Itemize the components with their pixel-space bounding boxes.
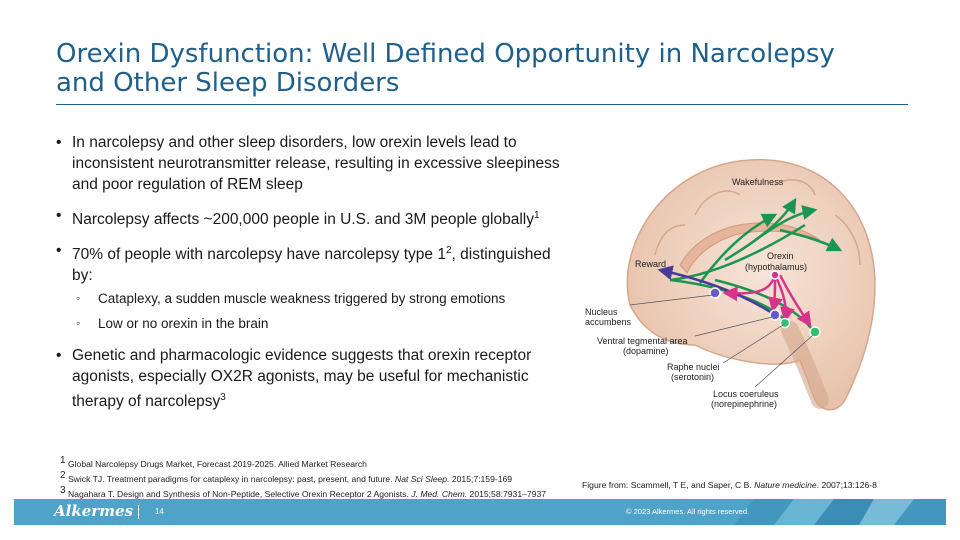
label-dopamine: (dopamine) [623, 346, 669, 356]
bullet-low-orexin: • In narcolepsy and other sleep disorder… [54, 132, 574, 195]
footnote-marker: 2 [445, 245, 452, 257]
sub-bullet-text: Cataplexy, a sudden muscle weakness trig… [98, 291, 506, 307]
wake-pathway [779, 228, 843, 252]
sub-bullet-low-orexin: ◦ Low or no orexin in the brain [54, 315, 574, 333]
label-orexin: Orexin [767, 251, 794, 261]
reference-3: 3 Nagahara T. Design and Synthesis of No… [60, 484, 547, 499]
nucleus-accumbens-node [709, 287, 721, 299]
label-leader [754, 334, 814, 388]
footnote-marker: 3 [220, 392, 226, 404]
bullet-text: Genetic and pharmacologic evidence sugge… [72, 347, 532, 411]
locus-coeruleus-node [809, 326, 821, 338]
brain-outline [626, 159, 876, 411]
bullet-agonists: • Genetic and pharmacologic evidence sug… [54, 345, 574, 412]
bullet-text: In narcolepsy and other sleep disorders,… [72, 134, 560, 193]
label-wakefulness: Wakefulness [732, 177, 784, 187]
footer-decoration [734, 499, 946, 525]
orexin-pathway [778, 274, 812, 328]
bullet-dot: • [56, 242, 62, 260]
page-number: 14 [155, 507, 164, 516]
bullet-dot: • [56, 347, 62, 365]
label-hypothalamus: (hypothalamus) [745, 262, 807, 272]
sub-bullet-marker: ◦ [76, 291, 81, 306]
bullet-dot: • [56, 134, 62, 151]
label-leader [722, 324, 784, 364]
slide-title: Orexin Dysfunction: Well Defined Opportu… [56, 40, 916, 98]
bullet-type1: • 70% of people with narcolepsy have nar… [54, 240, 574, 286]
wake-pathway [754, 205, 818, 242]
label-serotonin: (serotonin) [671, 372, 714, 382]
copyright: © 2023 Alkermes. All rights reserved. [626, 507, 750, 516]
orexin-pathway [773, 274, 795, 323]
raphe-node [779, 317, 791, 329]
bullet-list: • In narcolepsy and other sleep disorder… [54, 132, 574, 422]
footnote-marker: 1 [534, 210, 540, 221]
reference-1: 1 Global Narcolepsy Drugs Market, Foreca… [60, 455, 367, 469]
label-leader [694, 316, 773, 337]
sub-bullet-text: Low or no orexin in the brain [98, 316, 269, 332]
bullet-text: Narcolepsy affects ~200,000 people in U.… [72, 211, 535, 229]
bullet-text-tail: , distinguished by: [72, 246, 551, 285]
label-reward: Reward [635, 259, 666, 269]
brainstem [781, 321, 829, 409]
label-norepinephrine: (norepinephrine) [711, 399, 777, 409]
orexin-node [770, 270, 780, 280]
label-accumbens: accumbens [585, 317, 632, 327]
alkermes-logo: Alkermes [54, 502, 134, 520]
footer-bar: Alkermes 14 © 2023 Alkermes. All rights … [14, 499, 946, 525]
label-nucleus: Nucleus [585, 307, 618, 317]
bullet-prevalence: • Narcolepsy affects ~200,000 people in … [54, 205, 574, 230]
references: 1 Global Narcolepsy Drugs Market, Foreca… [60, 455, 600, 500]
vta-node [769, 309, 781, 321]
footer-separator [138, 505, 139, 519]
slide-title-line2: and Other Sleep Disorders [56, 68, 400, 98]
wake-pathway [698, 213, 778, 284]
label-vta: Ventral tegmental area [597, 336, 688, 346]
bullet-text: 70% of people with narcolepsy have narco… [72, 246, 446, 264]
brain-orexin-pathway-figure: Wakefulness Orexin (hypothalamus) Reward… [585, 159, 876, 411]
sub-bullet-cataplexy: ◦ Cataplexy, a sudden muscle weakness tr… [54, 290, 574, 308]
label-leader [629, 294, 714, 306]
figure-credit: Figure from: Scammell, T E, and Saper, C… [582, 480, 877, 490]
reference-2: 2 Swick TJ. Treatment paradigms for cata… [60, 469, 513, 484]
label-locus: Locus coeruleus [713, 389, 779, 399]
slide-title-line1: Orexin Dysfunction: Well Defined Opportu… [56, 39, 835, 69]
label-raphe: Raphe nuclei [667, 362, 720, 372]
sub-bullet-marker: ◦ [76, 316, 81, 331]
title-divider [56, 104, 908, 105]
bullet-dot: • [56, 207, 62, 224]
